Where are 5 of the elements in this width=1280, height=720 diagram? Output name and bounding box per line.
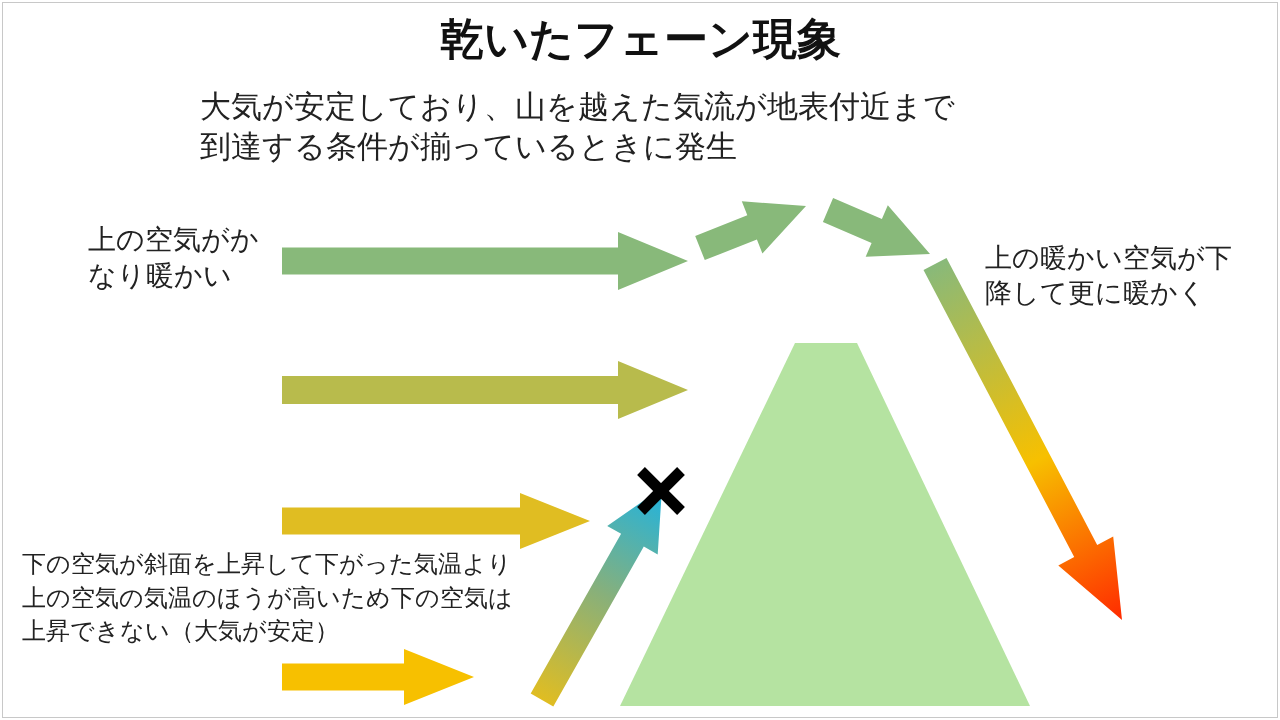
note-text: 大気が安定しており、山を越えた気流が地表付近まで到達する条件が揃っているときに発生 [200,87,956,167]
note-text: 上の暖かい空気が下降して更に暖かく [985,241,1233,311]
note-text: 下の空気が斜面を上昇して下がった気温より上の空気の気温のほうが高いため下の空気は上昇できない（大気が安定） [22,549,514,648]
note-text: 上の空気がかなり暖かい [88,222,260,295]
title: 乾いたフェーン現象 [438,12,842,66]
